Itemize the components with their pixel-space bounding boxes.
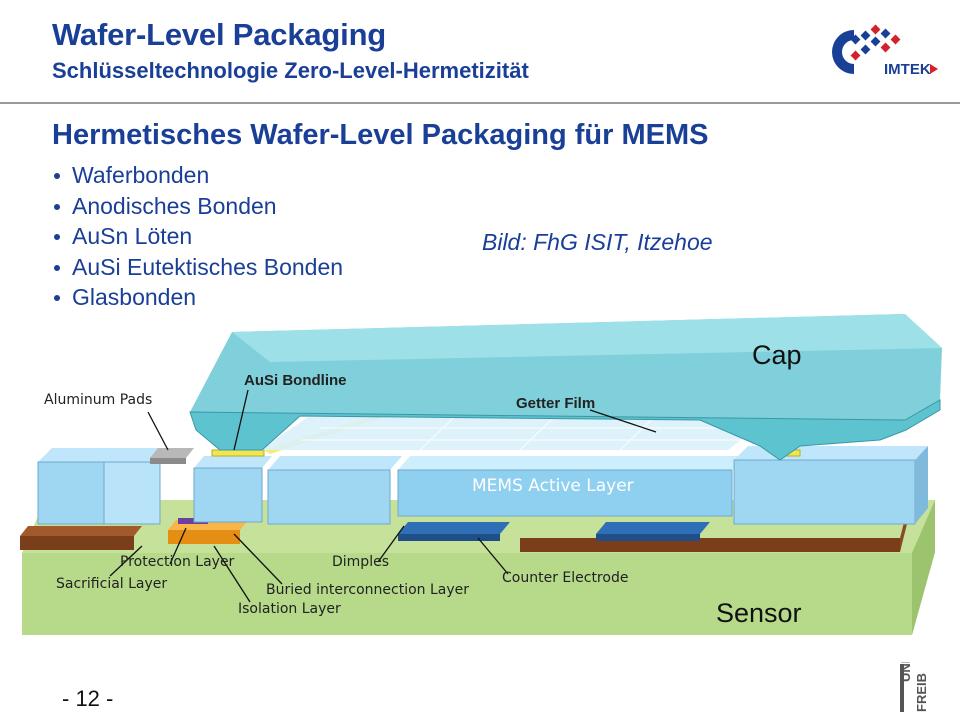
svg-text:FREIB: FREIB xyxy=(914,673,929,712)
image-credit: Bild: FhG ISIT, Itzehoe xyxy=(482,229,713,255)
label-mems-active-layer: MEMS Active Layer xyxy=(472,476,634,496)
label-dimples: Dimples xyxy=(332,554,389,570)
aluminum-pad xyxy=(150,458,186,464)
leader-sacrificial-layer xyxy=(109,545,143,577)
brown-layer-top xyxy=(20,526,142,536)
sensor-substrate-side xyxy=(912,500,935,635)
brown-layer-right-front xyxy=(520,538,900,552)
header-divider xyxy=(0,102,960,104)
cross-section-illustration xyxy=(20,314,942,635)
aluminum-pad-top xyxy=(150,448,194,458)
leader-counter-electrode xyxy=(477,537,509,575)
university-logo: UNI FREIB xyxy=(900,662,929,712)
bullet-item: Anodisches Bonden xyxy=(52,191,343,222)
label-cap: Cap xyxy=(752,340,802,370)
leader-aluminum-pads xyxy=(147,411,169,451)
label-counter-electrode: Counter Electrode xyxy=(502,570,629,586)
purple-pad xyxy=(178,518,208,524)
bullet-item: Glasbonden xyxy=(52,282,343,313)
page-number: - 12 - xyxy=(62,686,114,711)
electrode-front xyxy=(596,534,700,541)
mems-block-top xyxy=(38,448,175,462)
leader-buried-interconnection xyxy=(233,533,283,585)
section-heading: Hermetisches Wafer-Level Packaging für M… xyxy=(52,119,709,151)
leader-dimples xyxy=(377,525,405,563)
slide-title: Wafer-Level Packaging xyxy=(52,17,387,52)
bullet-item: AuSn Löten xyxy=(52,221,343,252)
slide-subtitle: Schlüsseltechnologie Zero-Level-Hermetiz… xyxy=(52,58,529,83)
leader-getter-film xyxy=(589,409,657,433)
electrode-top xyxy=(596,522,710,534)
label-buried-interconnection-layer: Buried interconnection Layer xyxy=(266,582,470,598)
mems-active-layer xyxy=(397,469,733,517)
bondline-left xyxy=(211,449,265,457)
bullet-list: Waferbonden Anodisches Bonden AuSn Löten… xyxy=(52,160,343,313)
mems-package-cross-section: Aluminum Pads AuSi Bondline Getter Film … xyxy=(0,300,960,645)
electrode-top xyxy=(398,522,510,534)
label-aluminum-pads: Aluminum Pads xyxy=(44,392,153,408)
imtek-logo: IMTEK xyxy=(832,24,938,78)
imtek-logo-text: IMTEK xyxy=(884,61,931,78)
university-logo-text: UNI xyxy=(900,662,913,682)
label-protection-layer: Protection Layer xyxy=(120,554,235,570)
brown-layer-front xyxy=(20,536,134,550)
label-sacrificial-layer: Sacrificial Layer xyxy=(56,576,168,592)
cap-highlight xyxy=(232,314,942,362)
sensor-substrate-front xyxy=(22,553,912,635)
bullet-item: AuSi Eutektisches Bonden xyxy=(52,252,343,283)
orange-block-front xyxy=(168,530,240,544)
label-ausi-bondline: AuSi Bondline xyxy=(244,372,347,389)
leader-ausi-bondline xyxy=(233,389,249,451)
label-sensor: Sensor xyxy=(716,598,802,628)
leader-isolation-layer xyxy=(213,545,251,603)
mems-active-top xyxy=(398,456,745,470)
leader-protection-layer xyxy=(169,527,187,565)
label-getter-film: Getter Film xyxy=(516,395,596,412)
bullet-item: Waferbonden xyxy=(52,160,343,191)
label-isolation-layer: Isolation Layer xyxy=(238,601,341,617)
electrode-front xyxy=(398,534,500,541)
